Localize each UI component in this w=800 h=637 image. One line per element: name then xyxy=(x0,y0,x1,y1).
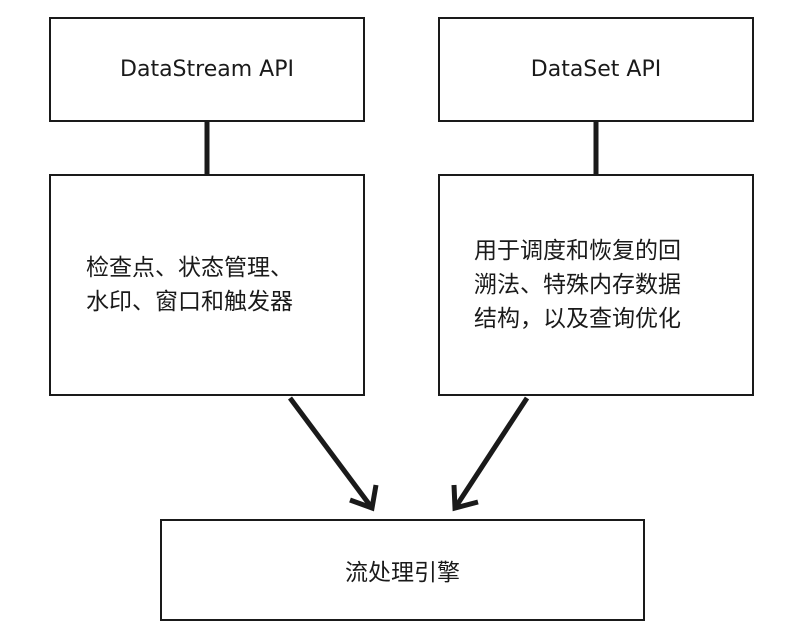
dataset-api-box: DataSet API xyxy=(438,17,754,122)
datastream-features-box: 检查点、状态管理、 水印、窗口和触发器 xyxy=(49,174,365,396)
arrow-right-to-engine xyxy=(451,396,530,512)
dataset-features-text: 用于调度和恢复的回 溯法、特殊内存数据 结构，以及查询优化 xyxy=(474,238,681,332)
datastream-api-box: DataStream API xyxy=(49,17,365,122)
stream-engine-label: 流处理引擎 xyxy=(345,560,460,586)
stream-engine-box: 流处理引擎 xyxy=(160,519,645,621)
datastream-api-label: DataStream API xyxy=(120,57,294,82)
dataset-features-box: 用于调度和恢复的回 溯法、特殊内存数据 结构，以及查询优化 xyxy=(438,174,754,396)
dataset-api-label: DataSet API xyxy=(530,57,662,82)
datastream-features-text: 检查点、状态管理、 水印、窗口和触发器 xyxy=(86,255,293,315)
arrow-left-to-engine xyxy=(287,396,379,512)
